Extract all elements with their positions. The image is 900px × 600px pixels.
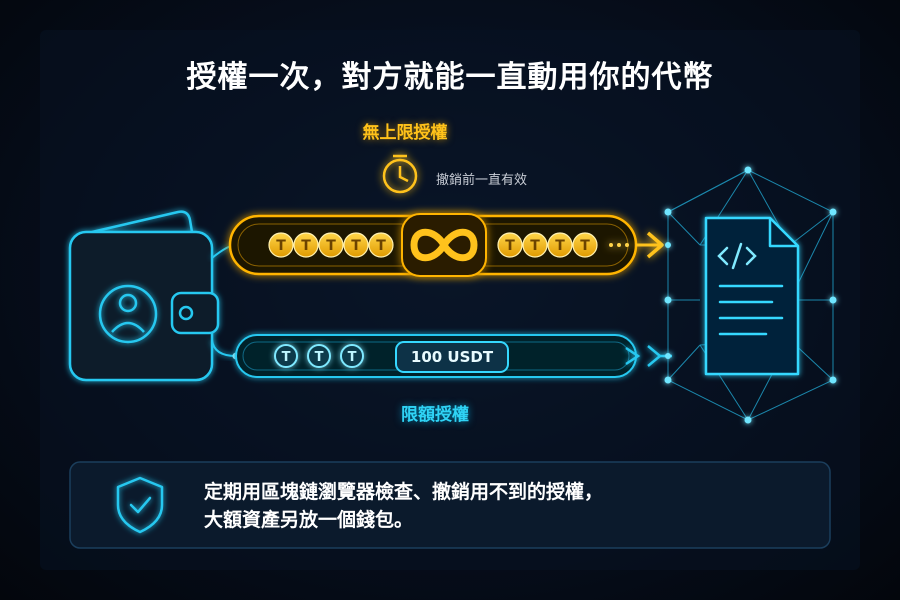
svg-text:T: T [276,238,286,254]
svg-text:T: T [376,238,386,254]
svg-text:T: T [505,238,515,254]
clock-icon [382,154,418,194]
svg-text:T: T [301,238,311,254]
tether-coin-icon: T T T T [497,232,598,258]
smart-contract-document-icon [704,216,800,376]
valid-until-revoked-note: 撤銷前一直有效 [436,173,528,188]
info-panel [69,461,831,549]
tether-coin-icon: T T T [274,344,364,368]
svg-text:T: T [555,238,565,254]
tip-text: 定期用區塊鏈瀏覽器檢查、撤銷用不到的授權， 大額資產另放一個錢包。 [204,478,764,534]
limited-amount-badge: 100 USDT [410,348,494,366]
shield-check-icon [116,476,164,534]
tether-coin-icon: T T T T T [268,232,394,258]
svg-text:T: T [315,350,324,365]
limited-pipe [235,334,637,378]
user-icon [98,284,158,344]
page-title: 授權一次，對方就能一直動用你的代幣 [186,60,714,95]
svg-text:T: T [351,238,361,254]
svg-text:T: T [530,238,540,254]
network-nodes [664,166,837,424]
gold-arrow [609,231,664,259]
tip-line-1: 定期用區塊鏈瀏覽器檢查、撤銷用不到的授權， [204,481,604,503]
unlimited-approval-label: 無上限授權 [362,123,448,143]
svg-text:T: T [282,350,291,365]
svg-text:T: T [326,238,336,254]
infinity-icon [401,213,487,277]
limited-approval-label: 限額授權 [401,405,469,425]
tip-line-2: 大額資產另放一個錢包。 [204,509,414,531]
svg-text:T: T [348,350,357,365]
svg-text:T: T [580,238,590,254]
wallet-icon [68,210,220,382]
